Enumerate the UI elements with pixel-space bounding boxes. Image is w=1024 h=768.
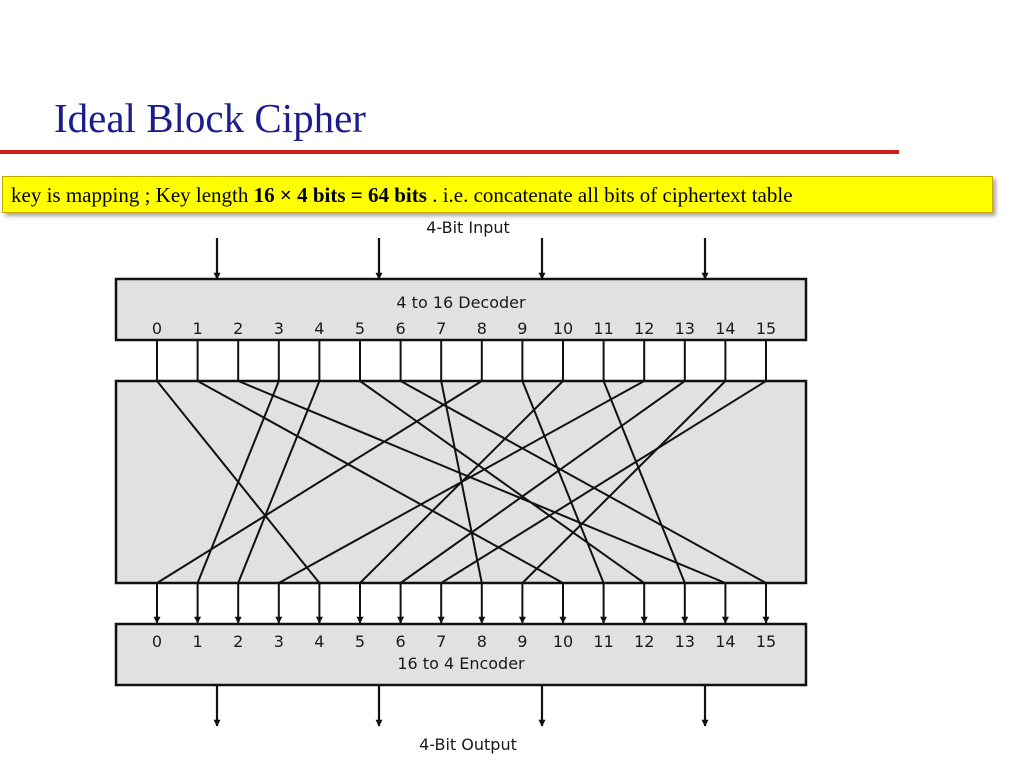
encoder-pin-label: 15 (756, 632, 776, 651)
key-length-callout: key is mapping ; Key length 16 × 4 bits … (2, 176, 993, 213)
encoder-pin-label: 11 (593, 632, 613, 651)
slide-title: Ideal Block Cipher (54, 95, 366, 141)
mapping-line (602, 380, 686, 584)
encoder-pin-label: 8 (477, 632, 487, 651)
decoder-pin-label: 0 (152, 319, 162, 338)
encoder-label: 16 to 4 Encoder (397, 654, 525, 673)
mapping-line (521, 380, 605, 584)
mapping-line (156, 380, 483, 584)
encoder-pin-label: 2 (233, 632, 243, 651)
decoder-pin-label: 2 (233, 319, 243, 338)
decoder-label: 4 to 16 Decoder (396, 293, 526, 312)
encoder-pin-label: 12 (634, 632, 654, 651)
connector-lines (156, 340, 767, 381)
encoder-pin-label: 4 (314, 632, 324, 651)
decoder-pin-label: 4 (314, 319, 324, 338)
encoder-pin-label: 0 (152, 632, 162, 651)
encoder-pin-label: 5 (355, 632, 365, 651)
callout-text-after: . i.e. concatenate all bits of ciphertex… (426, 183, 793, 207)
encoder-pin-label: 6 (396, 632, 406, 651)
decoder-pin-label: 9 (517, 319, 527, 338)
title-divider (0, 150, 899, 154)
callout-bold-text: 16 × 4 bits = 64 bits (253, 183, 427, 207)
mapping-lines (156, 380, 767, 584)
encoder-pin-label: 14 (715, 632, 735, 651)
mapping-line (197, 380, 564, 584)
decoder-pin-label: 13 (675, 319, 695, 338)
encoder-pin-label: 7 (436, 632, 446, 651)
decoder-box (114, 277, 808, 342)
mapping-line (440, 380, 767, 584)
mapping-line (521, 380, 727, 584)
decoder-pin-label: 6 (396, 319, 406, 338)
encoder-pin-label: 9 (517, 632, 527, 651)
decoder-pin-label: 3 (274, 319, 284, 338)
mapping-line (237, 380, 726, 584)
callout-text-before: key is mapping ; Key length (11, 183, 254, 207)
encoder-box (114, 622, 808, 687)
input-arrows (213, 238, 709, 280)
permutation-output-arrows (153, 583, 770, 624)
mapping-line (400, 380, 767, 584)
decoder-pin-label: 12 (634, 319, 654, 338)
mapping-line (400, 380, 686, 584)
encoder-pin-label: 1 (193, 632, 203, 651)
decoder-pin-label: 1 (193, 319, 203, 338)
decoder-pin-label: 5 (355, 319, 365, 338)
mapping-line (359, 380, 645, 584)
decoder-pin-label: 7 (436, 319, 446, 338)
mapping-line (278, 380, 645, 584)
decoder-pin-label: 8 (477, 319, 487, 338)
decoder-pin-label: 11 (593, 319, 613, 338)
output-label: 4-Bit Output (419, 735, 517, 754)
decoder-pin-label: 14 (715, 319, 735, 338)
mapping-line (237, 380, 321, 584)
input-label: 4-Bit Input (426, 218, 510, 237)
encoder-pin-label: 3 (274, 632, 284, 651)
output-arrows (213, 686, 709, 727)
encoder-pin-label: 13 (675, 632, 695, 651)
decoder-pin-label: 15 (756, 319, 776, 338)
decoder-pin-label: 10 (553, 319, 573, 338)
encoder-pin-label: 10 (553, 632, 573, 651)
